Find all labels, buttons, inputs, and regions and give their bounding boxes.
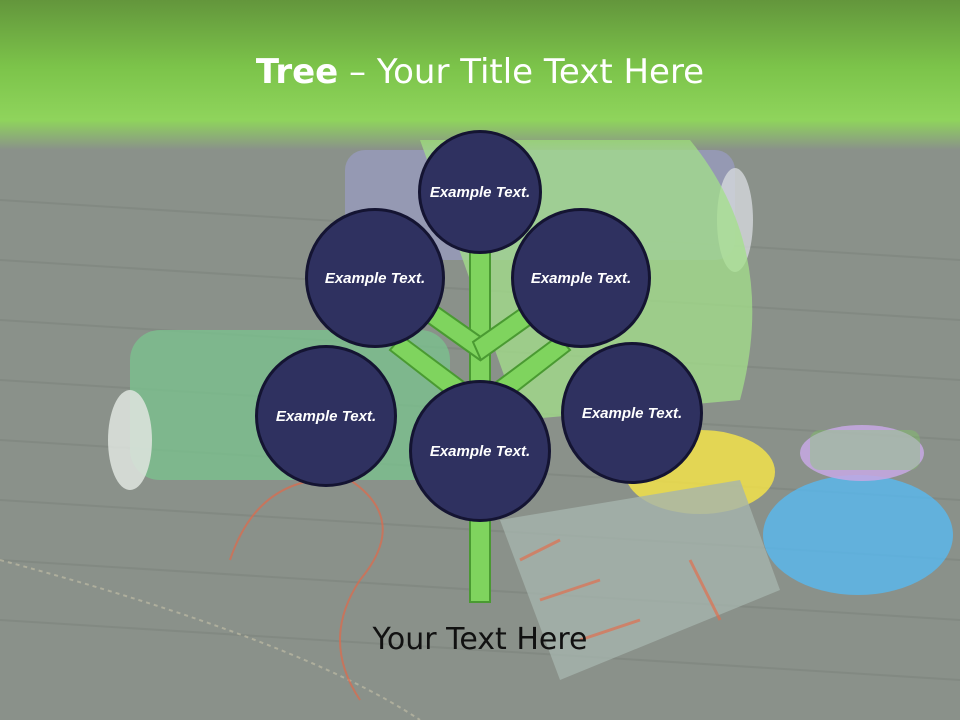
title-bold-word: Tree bbox=[255, 52, 339, 92]
node-label: Example Text. bbox=[581, 404, 683, 422]
tree-node-lower-left: Example Text. bbox=[255, 345, 397, 487]
node-label: Example Text. bbox=[429, 183, 531, 201]
title-rest: – Your Title Text Here bbox=[338, 52, 705, 92]
title-bar bbox=[0, 0, 960, 150]
tree-node-top: Example Text. bbox=[418, 130, 542, 254]
node-label: Example Text. bbox=[275, 407, 377, 425]
caption-text: Your Text Here bbox=[372, 622, 588, 657]
node-label: Example Text. bbox=[429, 442, 531, 460]
tree-node-upper-right: Example Text. bbox=[511, 208, 651, 348]
node-label: Example Text. bbox=[324, 269, 426, 287]
node-label: Example Text. bbox=[530, 269, 632, 287]
slide-title: Tree – Your Title Text Here bbox=[0, 52, 960, 92]
tree-node-upper-left: Example Text. bbox=[305, 208, 445, 348]
tree-node-lower-right: Example Text. bbox=[561, 342, 703, 484]
tree-node-center: Example Text. bbox=[409, 380, 551, 522]
